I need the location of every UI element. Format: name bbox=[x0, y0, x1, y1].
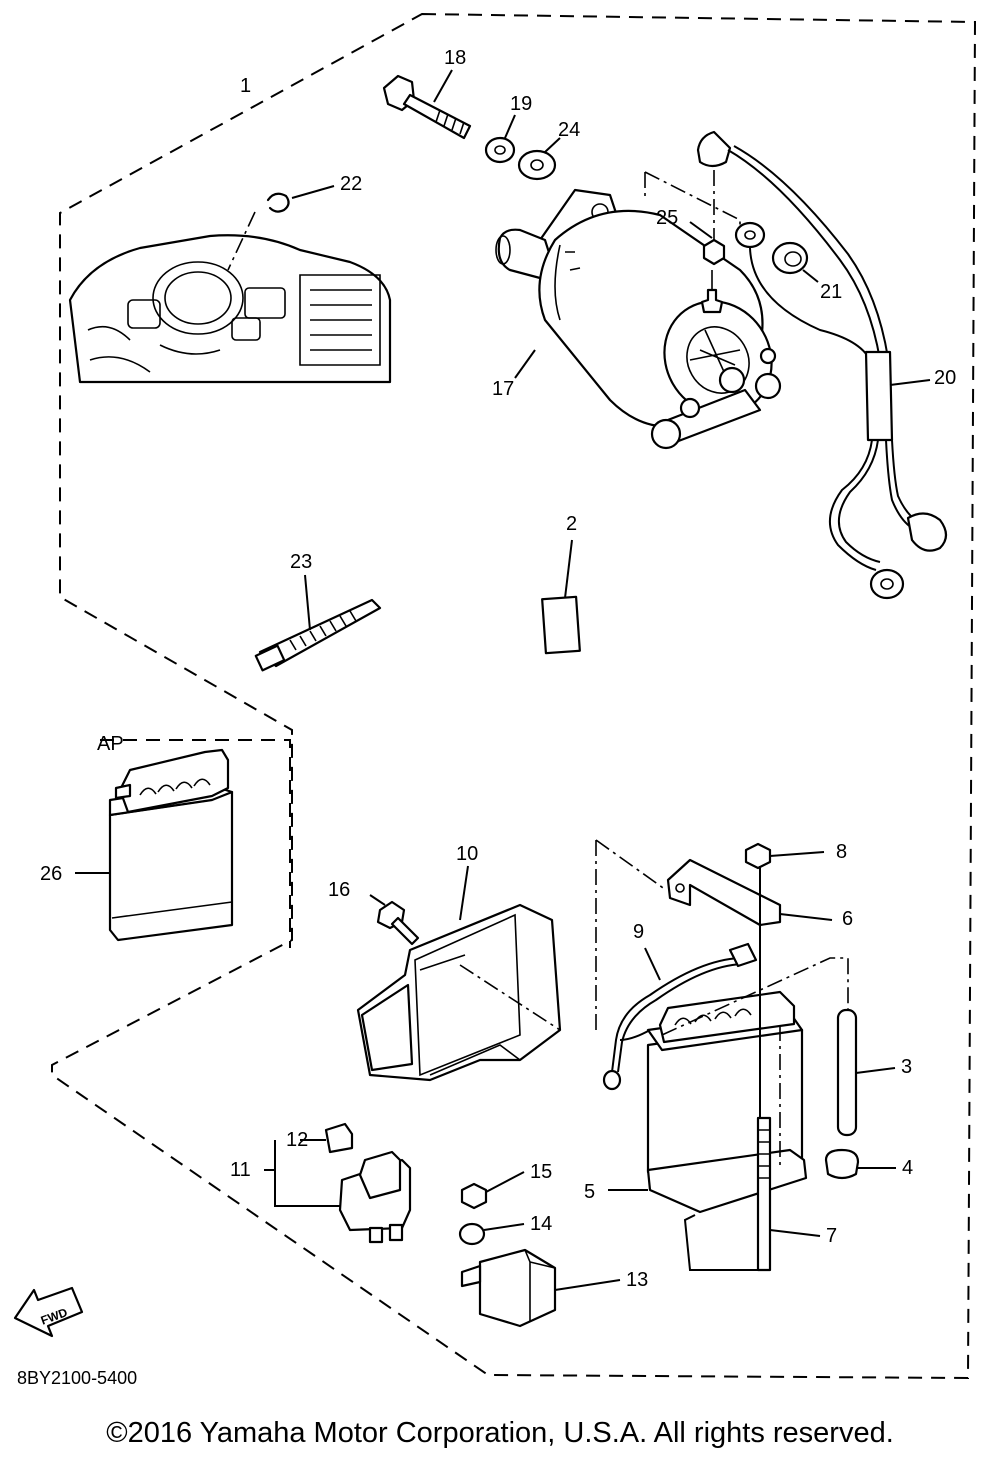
cable-tie-23 bbox=[254, 598, 382, 672]
cap-4 bbox=[824, 1148, 860, 1180]
label-24: 24 bbox=[558, 119, 580, 141]
fuse-12 bbox=[324, 1122, 354, 1154]
rod-7 bbox=[683, 866, 772, 1272]
battery-cable-9 bbox=[602, 942, 758, 1091]
label-2: 2 bbox=[566, 513, 577, 535]
label-17: 17 bbox=[492, 378, 514, 400]
label-9: 9 bbox=[633, 921, 644, 943]
label-5: 5 bbox=[584, 1181, 595, 1203]
label-22: 22 bbox=[340, 173, 362, 195]
label-15: 15 bbox=[530, 1161, 552, 1183]
nut-15 bbox=[460, 1182, 488, 1210]
nut-8 bbox=[744, 842, 772, 870]
battery-box-10 bbox=[356, 903, 562, 1082]
label-1: 1 bbox=[240, 75, 251, 97]
relay-11 bbox=[338, 1150, 412, 1244]
copyright-notice: ©2016 Yamaha Motor Corporation, U.S.A. A… bbox=[106, 1417, 894, 1449]
sender-13 bbox=[460, 1248, 557, 1328]
label-10: 10 bbox=[456, 843, 478, 865]
nut-25 bbox=[702, 238, 726, 266]
bracket-6 bbox=[666, 858, 782, 927]
label-3: 3 bbox=[901, 1056, 912, 1078]
battery-26 bbox=[108, 748, 234, 942]
cap-nut-21 bbox=[771, 241, 809, 275]
label-7: 7 bbox=[826, 1225, 837, 1247]
cable-harness-20 bbox=[696, 130, 948, 600]
bolt-18 bbox=[382, 74, 472, 140]
clip-22 bbox=[266, 192, 290, 213]
kit-boundary bbox=[51, 12, 977, 1380]
label-12: 12 bbox=[286, 1129, 308, 1151]
label-4: 4 bbox=[902, 1157, 913, 1179]
label-6: 6 bbox=[842, 908, 853, 930]
label-11: 11 bbox=[230, 1159, 251, 1181]
label-19: 19 bbox=[510, 93, 532, 115]
label-13: 13 bbox=[626, 1269, 648, 1291]
washer-14 bbox=[458, 1222, 486, 1246]
ap-boundary bbox=[100, 739, 291, 948]
label-18: 18 bbox=[444, 47, 466, 69]
label-20: 20 bbox=[934, 367, 956, 389]
strip-3 bbox=[836, 1008, 858, 1137]
diagram-code: 8BY2100-5400 bbox=[17, 1368, 137, 1388]
bolt-16 bbox=[376, 900, 420, 946]
label-16: 16 bbox=[328, 879, 350, 901]
washer-24 bbox=[517, 149, 557, 181]
starter-motor-17 bbox=[495, 188, 782, 450]
label-ap: AP bbox=[97, 733, 124, 755]
label-8: 8 bbox=[836, 841, 847, 863]
label-25: 25 bbox=[656, 207, 678, 229]
pad-2 bbox=[541, 595, 581, 655]
fwd-arrow-icon: FWD bbox=[13, 1286, 84, 1338]
label-14: 14 bbox=[530, 1213, 552, 1235]
label-23: 23 bbox=[290, 551, 312, 573]
lock-washer-19 bbox=[484, 136, 516, 164]
label-26: 26 bbox=[40, 863, 62, 885]
label-21: 21 bbox=[820, 281, 842, 303]
engine-illustration bbox=[68, 234, 392, 384]
